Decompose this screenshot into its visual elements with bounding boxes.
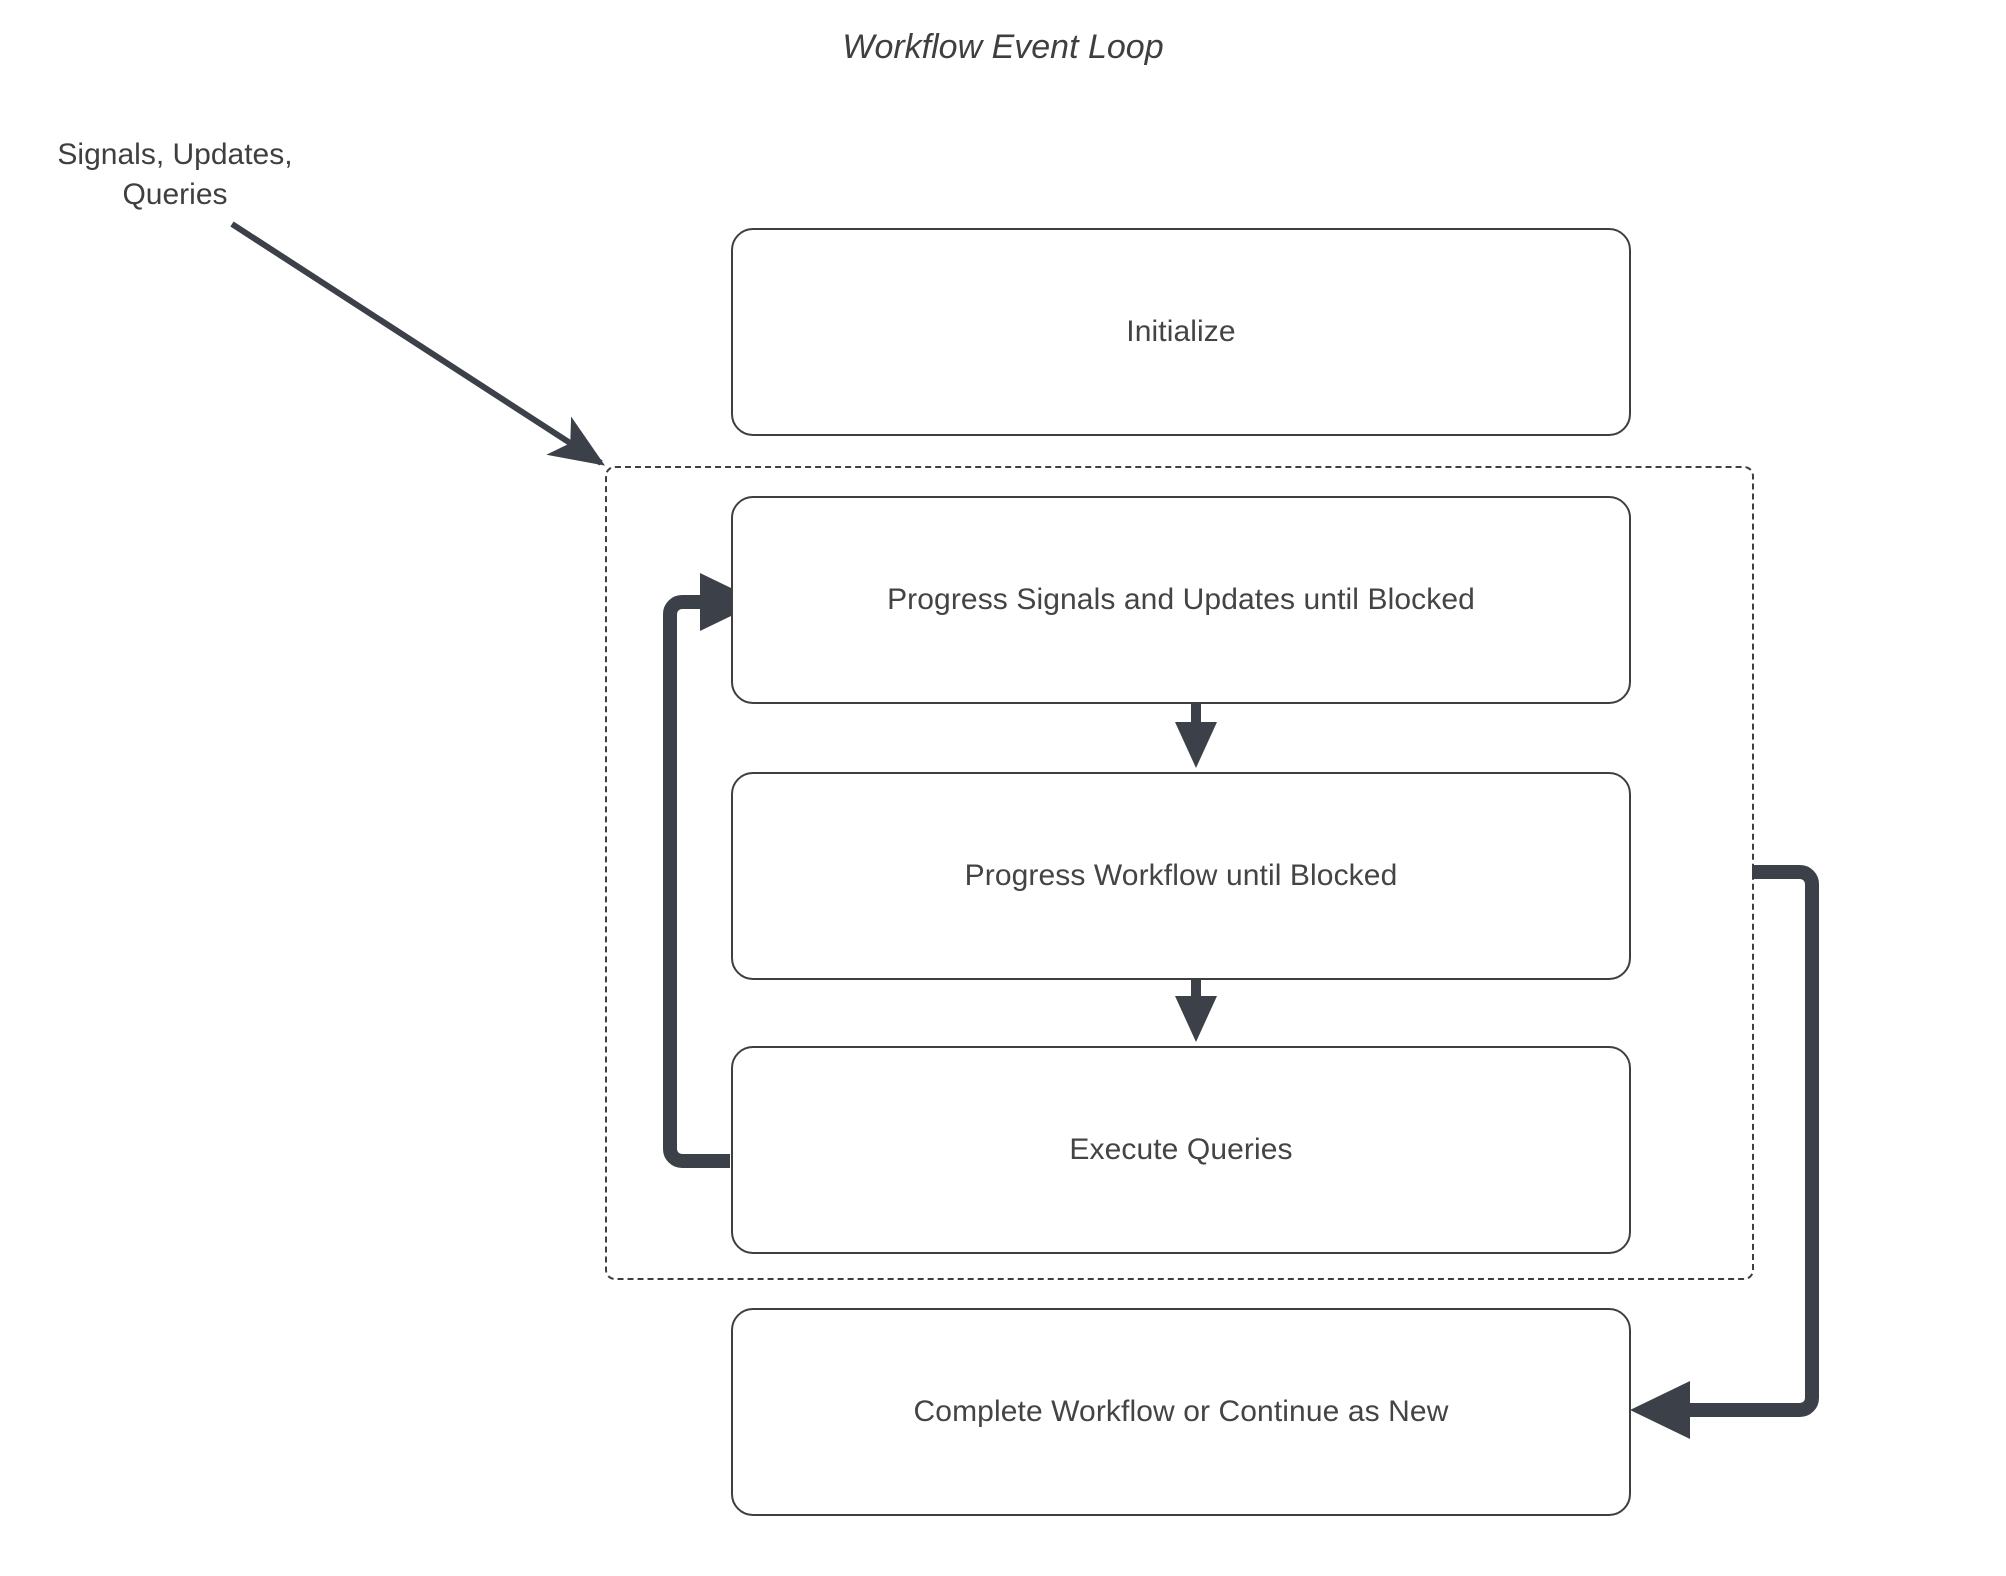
node-execute-queries[interactable]: Execute Queries (731, 1046, 1631, 1254)
node-complete-workflow-label: Complete Workflow or Continue as New (913, 1395, 1449, 1429)
node-progress-signals-updates[interactable]: Progress Signals and Updates until Block… (731, 496, 1631, 704)
edge-group-to-complete-loop (1630, 865, 1819, 1439)
edge-workflow-to-queries (1175, 978, 1217, 1042)
node-progress-workflow[interactable]: Progress Workflow until Blocked (731, 772, 1631, 980)
external-input-label: Signals, Updates, Queries (10, 135, 340, 214)
node-initialize[interactable]: Initialize (731, 228, 1631, 436)
event-loop-group (605, 466, 1754, 1280)
node-complete-workflow[interactable]: Complete Workflow or Continue as New (731, 1308, 1631, 1516)
edge-external-input-to-group (230, 221, 606, 466)
edge-queries-to-signals-loop (663, 573, 760, 1168)
external-input-label-line1: Signals, Updates, (57, 138, 293, 171)
node-execute-queries-label: Execute Queries (1069, 1133, 1293, 1167)
external-input-label-line2: Queries (122, 177, 228, 211)
page-title: Workflow Event Loop (842, 28, 1164, 66)
node-initialize-label: Initialize (1126, 315, 1236, 349)
node-progress-signals-updates-label: Progress Signals and Updates until Block… (887, 583, 1475, 617)
node-progress-workflow-label: Progress Workflow until Blocked (964, 859, 1398, 893)
edge-signals-to-workflow (1175, 702, 1217, 768)
